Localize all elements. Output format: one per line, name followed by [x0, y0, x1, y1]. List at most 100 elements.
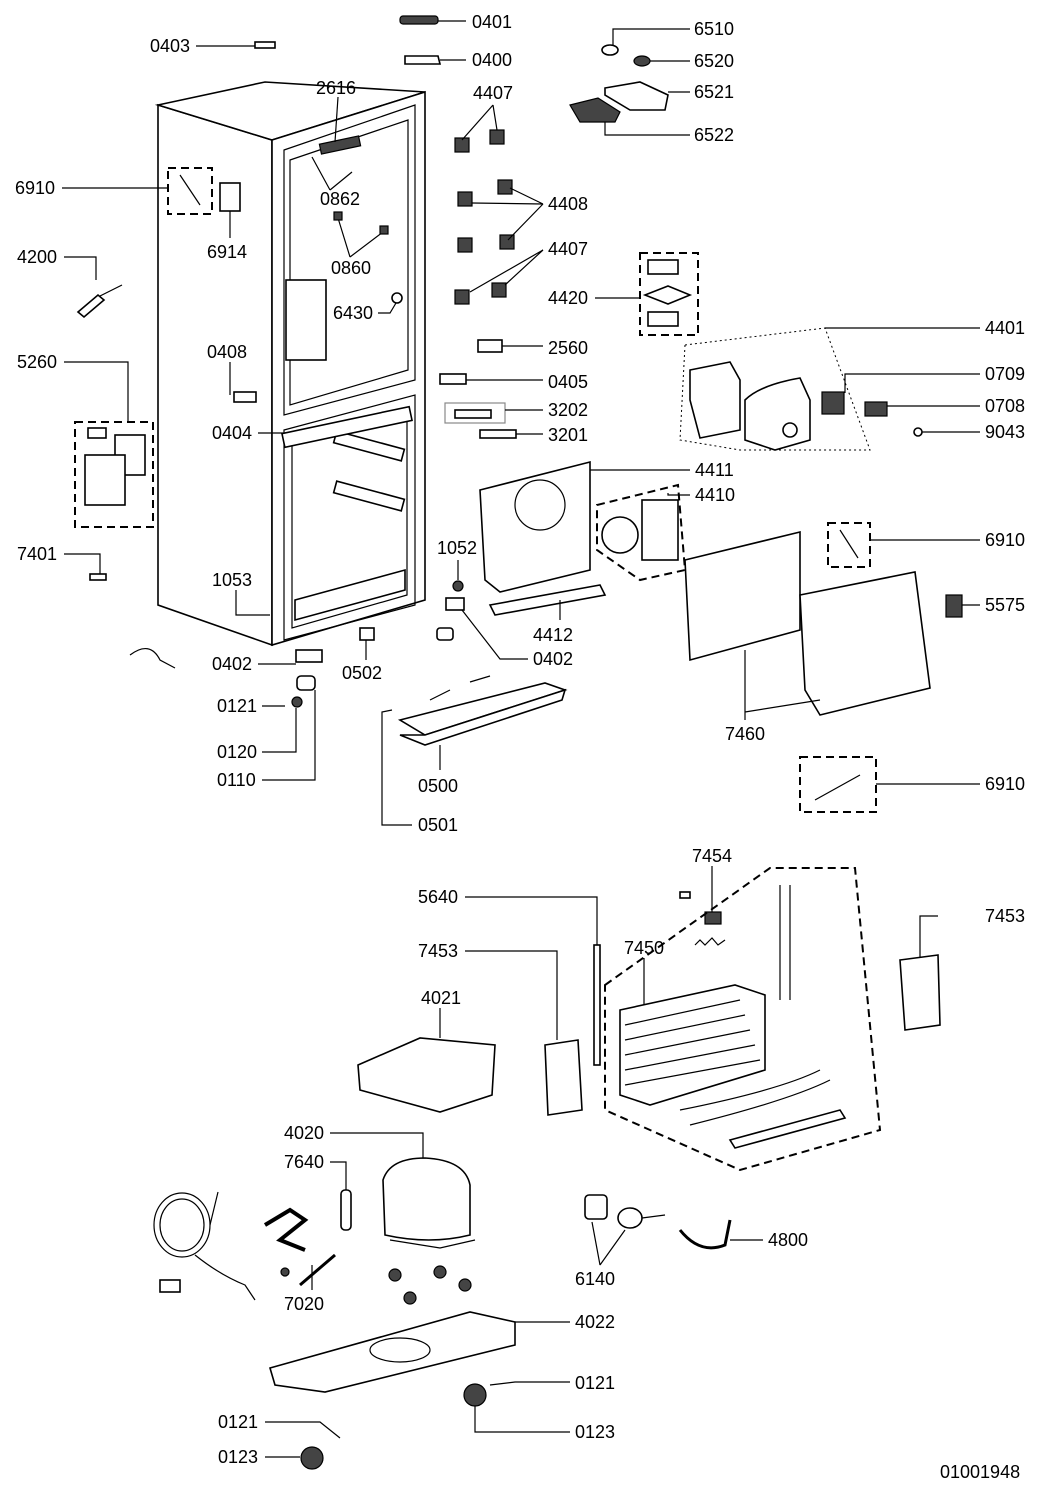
part-0709 [821, 391, 845, 415]
label-0709: 0709 [985, 364, 1025, 384]
part-7450-evaporator [619, 885, 847, 1149]
label-0862: 0862 [320, 189, 360, 209]
part-0402-left [295, 649, 323, 663]
group-5260 [74, 421, 154, 528]
part-5640 [593, 944, 601, 1066]
part-0120 [291, 696, 303, 708]
label-7401: 7401 [17, 544, 57, 564]
label-1052: 1052 [437, 538, 477, 558]
label-4408: 4408 [548, 194, 588, 214]
label-6910: 6910 [985, 774, 1025, 794]
label-4407: 4407 [548, 239, 588, 259]
part-0708 [864, 401, 888, 417]
label-2560: 2560 [548, 338, 588, 358]
label-6510: 6510 [694, 19, 734, 39]
part-7460-a [684, 530, 801, 662]
part-0400 [404, 55, 442, 65]
label-4410: 4410 [695, 485, 735, 505]
group-7450 [604, 867, 882, 1172]
part-0502-foot [436, 627, 454, 641]
label-0123: 0123 [575, 1422, 615, 1442]
label-4420: 4420 [548, 288, 588, 308]
label-0408: 0408 [207, 342, 247, 362]
label-4021: 4021 [421, 988, 461, 1008]
label-0121: 0121 [218, 1412, 258, 1432]
label-6521: 6521 [694, 82, 734, 102]
label-7453: 7453 [985, 906, 1025, 926]
part-4200 [76, 293, 106, 319]
part-6140-b [617, 1207, 643, 1229]
label-4200: 4200 [17, 247, 57, 267]
group-4410 [596, 483, 687, 582]
label-0502: 0502 [342, 663, 382, 683]
label-4412: 4412 [533, 625, 573, 645]
group-6910-b [827, 522, 871, 568]
part-0110 [296, 675, 316, 691]
part-0123-right [463, 1383, 487, 1407]
part-7460-b [799, 571, 931, 716]
label-3201: 3201 [548, 425, 588, 445]
part-6510 [601, 44, 619, 56]
part-4401-housing [689, 361, 741, 439]
label-0401: 0401 [472, 12, 512, 32]
part-0402-right [445, 597, 465, 611]
label-6910: 6910 [985, 530, 1025, 550]
label-0402: 0402 [212, 654, 252, 674]
part-0405 [439, 373, 467, 385]
part-7401 [89, 573, 107, 581]
group-6910-a [167, 167, 213, 215]
label-0121: 0121 [217, 696, 257, 716]
label-9043: 9043 [985, 422, 1025, 442]
part-7453-left [544, 1039, 583, 1116]
part-7640 [340, 1189, 352, 1231]
part-6520 [633, 55, 651, 67]
part-1052 [452, 580, 464, 592]
part-4021 [357, 1037, 496, 1113]
label-0708: 0708 [985, 396, 1025, 416]
part-7454 [704, 911, 722, 925]
label-4407: 4407 [473, 83, 513, 103]
label-4800: 4800 [768, 1230, 808, 1250]
label-2616: 2616 [316, 78, 356, 98]
label-6430: 6430 [333, 303, 373, 323]
label-5575: 5575 [985, 595, 1025, 615]
part-7453-right [899, 954, 941, 1031]
part-0123-left [300, 1446, 324, 1470]
label-7454: 7454 [692, 846, 732, 866]
label-0110: 0110 [217, 770, 256, 790]
label-0403: 0403 [150, 36, 190, 56]
part-7020 [299, 1253, 336, 1287]
part-4407-pads [454, 129, 515, 305]
part-4022 [269, 1311, 516, 1393]
part-6522 [569, 97, 621, 123]
part-3202 [454, 409, 492, 419]
drawing-number: 01001948 [940, 1462, 1020, 1482]
label-4401: 4401 [985, 318, 1025, 338]
part-2560 [477, 339, 503, 353]
part-0401 [399, 15, 439, 25]
part-0502 [359, 627, 375, 641]
label-0123: 0123 [218, 1447, 258, 1467]
part-0403 [254, 41, 276, 49]
part-5575 [945, 594, 963, 618]
part-3201 [479, 429, 517, 439]
part-0408 [233, 391, 257, 403]
label-7460: 7460 [725, 724, 765, 744]
cable [129, 648, 176, 669]
part-9043 [913, 427, 923, 437]
label-7020: 7020 [284, 1294, 324, 1314]
part-6521 [604, 81, 669, 111]
part-6914 [219, 182, 241, 212]
group-4401 [679, 327, 871, 451]
label-0400: 0400 [472, 50, 512, 70]
group-6910-c [799, 756, 877, 813]
label-6140: 6140 [575, 1269, 615, 1289]
part-4800 [678, 1219, 732, 1250]
label-5640: 5640 [418, 887, 458, 907]
label-6520: 6520 [694, 51, 734, 71]
label-6522: 6522 [694, 125, 734, 145]
label-6910: 6910 [15, 178, 55, 198]
label-4020: 4020 [284, 1123, 324, 1143]
label-5260: 5260 [17, 352, 57, 372]
